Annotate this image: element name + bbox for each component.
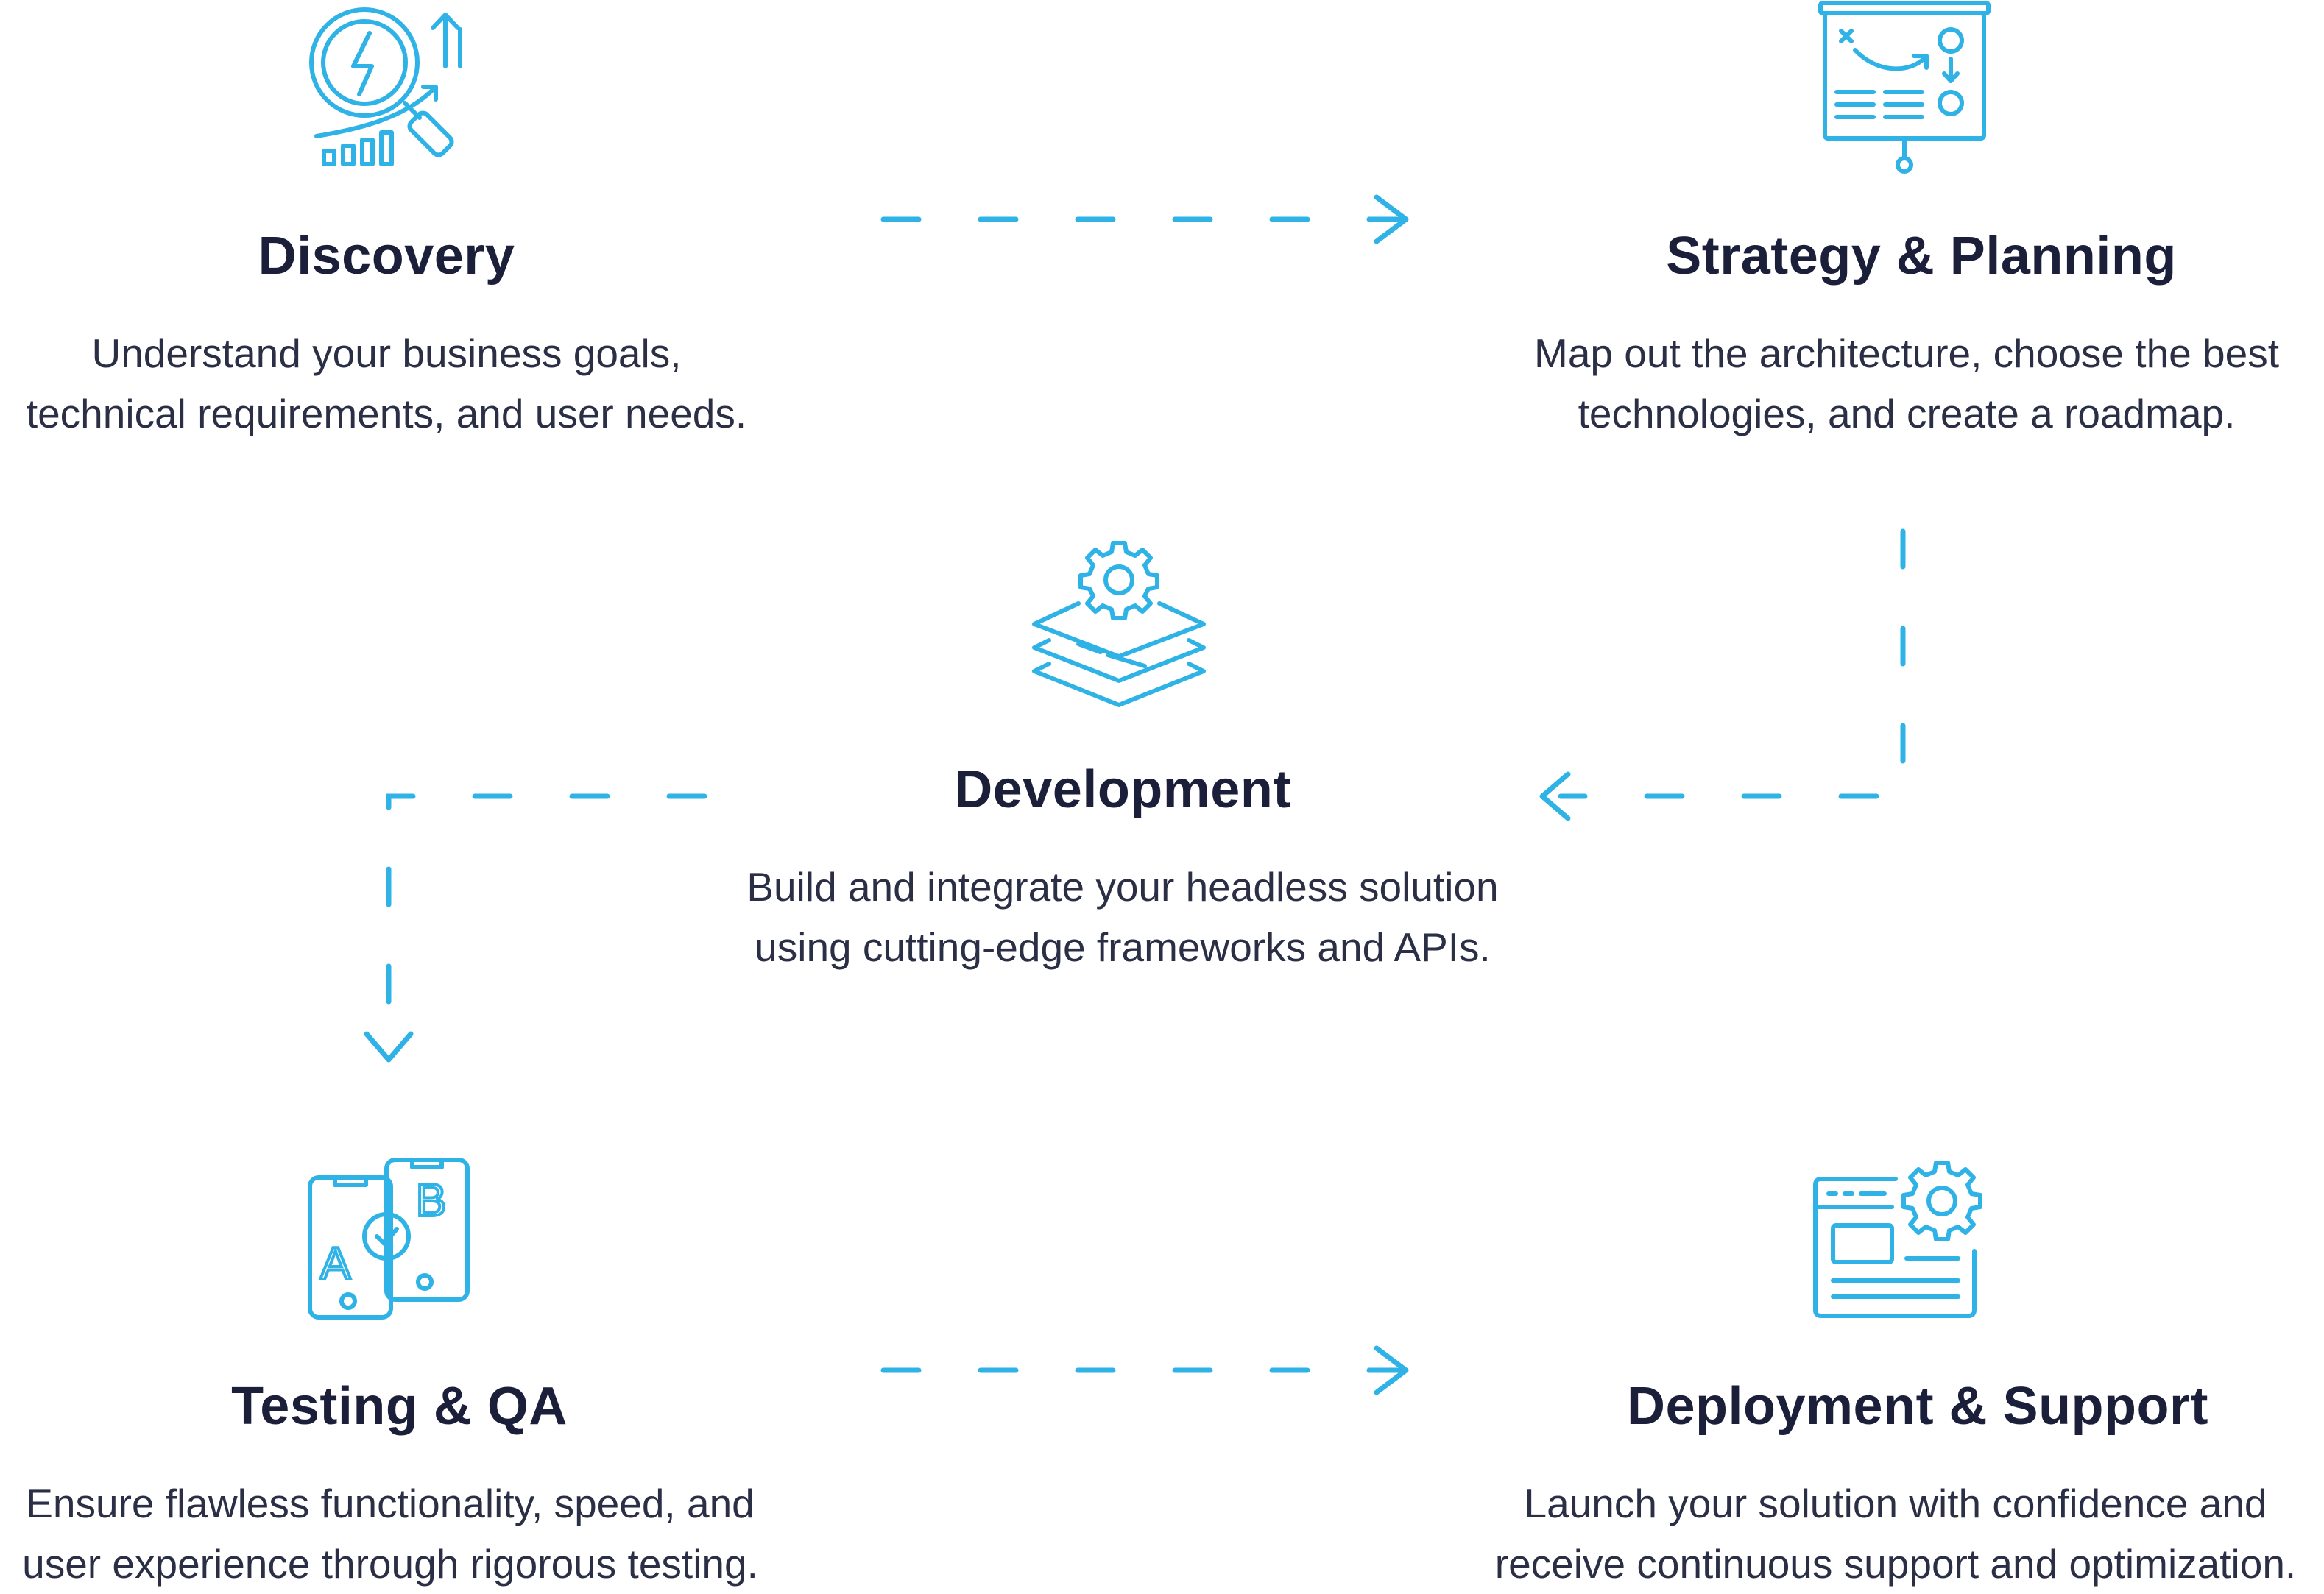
lightning-magnifier-growth-icon <box>309 7 462 166</box>
step-strategy: Strategy & Planning Map out the architec… <box>1491 224 2323 444</box>
step-development: Development Build and integrate your hea… <box>707 758 1539 977</box>
step-deployment: Deployment & Support Launch your solutio… <box>1469 1375 2323 1594</box>
browser-gear-icon <box>1813 1161 1982 1318</box>
step-description: Understand your business goals, technica… <box>26 330 747 437</box>
step-description: Launch your solution with confidence and… <box>1494 1481 2297 1587</box>
variant-b-label: B <box>416 1175 446 1226</box>
ab-test-phones-icon: A B <box>308 1158 470 1320</box>
step-title: Discovery <box>258 227 515 286</box>
step-description: Map out the architecture, choose the bes… <box>1534 330 2279 437</box>
step-discovery: Discovery Understand your business goals… <box>15 224 758 444</box>
arrow-discovery-to-strategy <box>880 194 1409 244</box>
strategy-board-icon <box>1818 1 1991 174</box>
step-title: Deployment & Support <box>1626 1377 2208 1436</box>
step-title: Development <box>954 760 1291 819</box>
variant-a-label: A <box>320 1239 351 1289</box>
step-title: Strategy & Planning <box>1666 227 2177 286</box>
step-description: Ensure flawless functionality, speed, an… <box>22 1481 758 1587</box>
arrow-testing-to-deployment <box>880 1345 1409 1395</box>
arrow-development-to-testing <box>364 793 707 1063</box>
step-description: Build and integrate your headless soluti… <box>746 864 1499 971</box>
step-title: Testing & QA <box>231 1377 568 1436</box>
gear-layers-icon <box>1032 541 1206 707</box>
arrow-strategy-to-development <box>1539 528 1906 821</box>
step-testing: Testing & QA Ensure flawless functionali… <box>0 1375 780 1594</box>
